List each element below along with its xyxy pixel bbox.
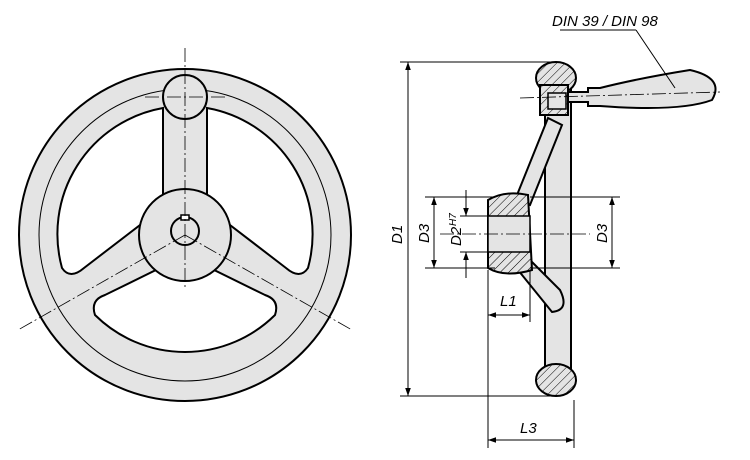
opening-bottom	[92, 266, 278, 353]
l3-label: L3	[520, 420, 537, 437]
d3-left-label: D3	[416, 223, 433, 243]
d1-label: D1	[389, 225, 406, 244]
centerline-spoke-left	[17, 234, 186, 331]
centerline-handle	[519, 91, 721, 99]
d2-tolerance-label: H7	[448, 213, 459, 226]
dimensions: D1 D3 D2 H7 D3 L1 L3	[389, 61, 620, 448]
handle-thread	[547, 92, 567, 110]
centerline-spoke-right	[184, 234, 353, 331]
front-view	[17, 48, 353, 402]
l1-label: L1	[500, 293, 517, 310]
handle-standard-label: DIN 39 / DIN 98	[552, 13, 659, 30]
rim-bottom-section	[535, 363, 577, 397]
d3-right-label: D3	[594, 223, 611, 243]
side-view: DIN 39 / DIN 98	[440, 13, 721, 397]
handle-leader	[635, 29, 676, 89]
revolving-handle	[567, 68, 717, 109]
d2-label: D2	[448, 226, 465, 246]
